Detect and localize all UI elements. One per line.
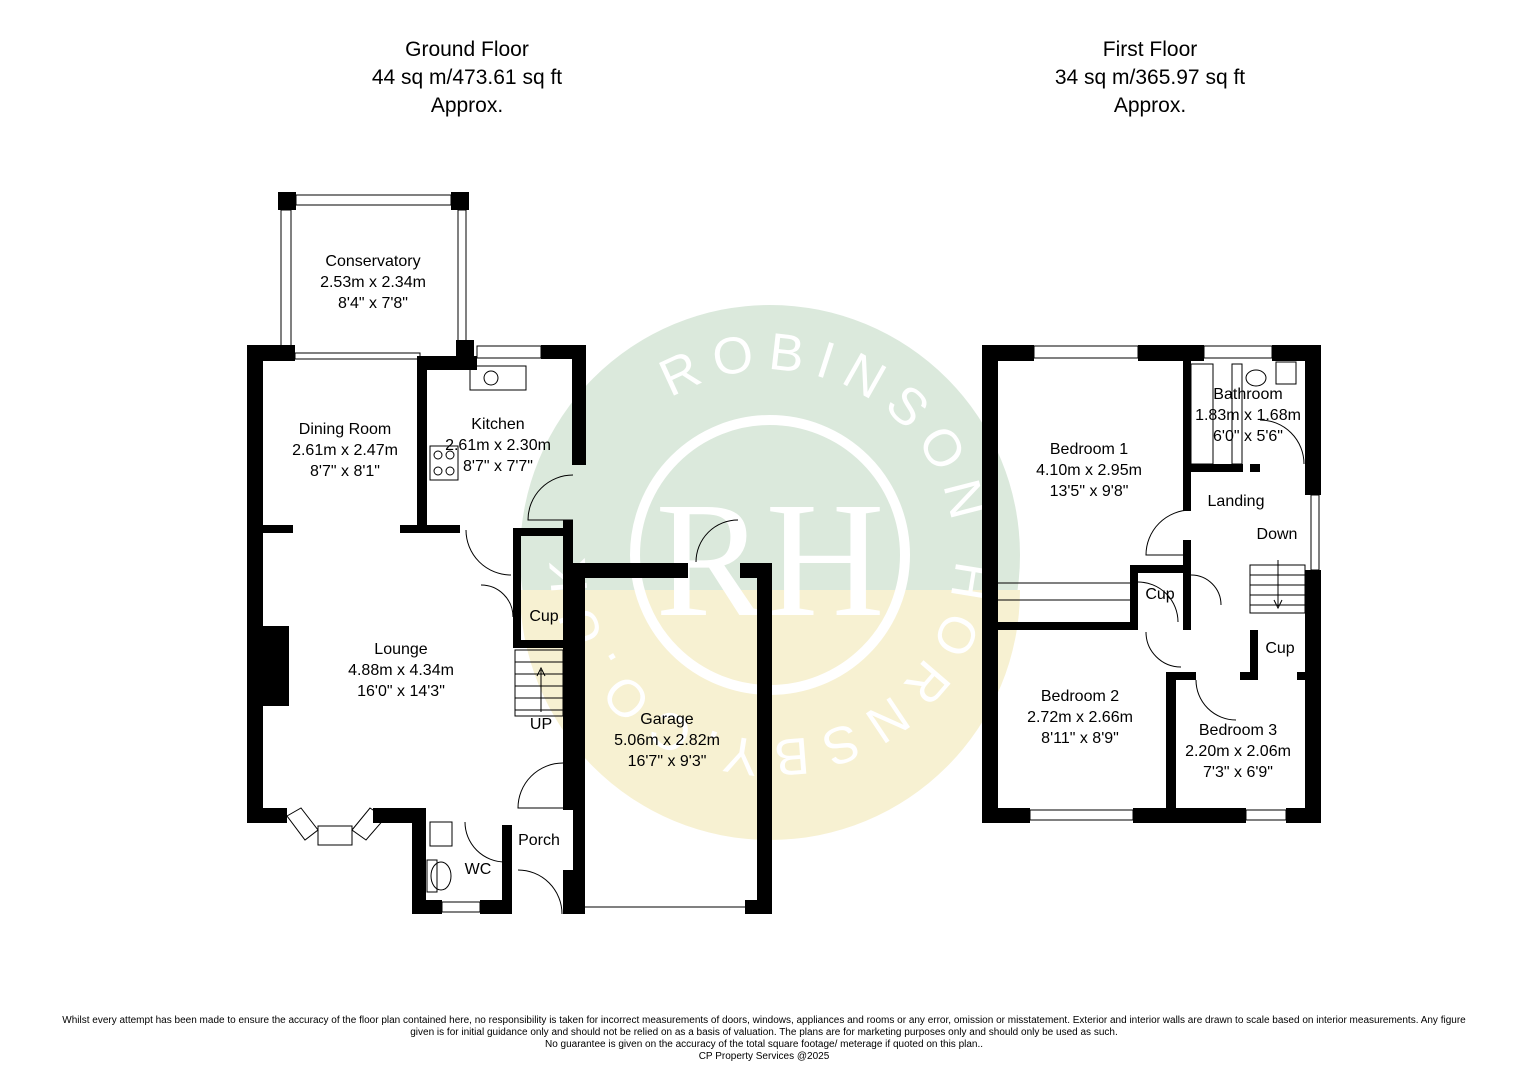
label-porch: Porch bbox=[518, 832, 560, 849]
label-stairs-up: UP bbox=[529, 716, 553, 733]
room-dining: Dining Room 2.61m x 2.47m 8'7" x 8'1" bbox=[292, 419, 398, 482]
label-cupboard-landing: Cup bbox=[1145, 586, 1175, 603]
room-imperial: 8'7" x 7'7" bbox=[463, 458, 533, 475]
room-metric: 2.53m x 2.34m bbox=[320, 274, 426, 291]
room-metric: 2.72m x 2.66m bbox=[1027, 709, 1133, 726]
room-name: Conservatory bbox=[325, 253, 421, 270]
ground-floor-heading: Ground Floor 44 sq m/473.61 sq ft Approx… bbox=[317, 36, 617, 120]
room-imperial: 16'7" x 9'3" bbox=[627, 753, 707, 770]
first-floor-title: First Floor bbox=[1102, 38, 1198, 61]
ground-floor-title: Ground Floor bbox=[405, 38, 529, 61]
room-name: Bedroom 3 bbox=[1198, 722, 1278, 739]
room-bedroom-3: Bedroom 3 2.20m x 2.06m 7'3" x 6'9" bbox=[1185, 720, 1291, 783]
ground-floor-approx: Approx. bbox=[430, 94, 504, 117]
first-floor-area: 34 sq m/365.97 sq ft bbox=[1054, 66, 1246, 89]
room-name: Dining Room bbox=[298, 421, 392, 438]
disclaimer-line-3: CP Property Services @2025 bbox=[698, 1051, 830, 1062]
room-kitchen: Kitchen 2.61m x 2.30m 8'7" x 7'7" bbox=[445, 414, 551, 477]
label-cupboard-ground: Cup bbox=[529, 608, 559, 625]
label-stairs-down: Down bbox=[1256, 526, 1298, 543]
disclaimer-line-2: No guarantee is given on the accuracy of… bbox=[544, 1039, 984, 1050]
room-name: Bathroom bbox=[1213, 386, 1283, 403]
room-lounge: Lounge 4.88m x 4.34m 16'0" x 14'3" bbox=[348, 639, 454, 702]
watermark-logo: RH ROBINSON HORNSBY.CO.UK bbox=[520, 305, 1020, 840]
disclaimer: Whilst every attempt has been made to en… bbox=[60, 1015, 1468, 1063]
room-imperial: 13'5" x 9'8" bbox=[1049, 483, 1129, 500]
room-imperial: 8'7" x 8'1" bbox=[310, 463, 380, 480]
ground-floor-windows bbox=[280, 194, 745, 915]
room-metric: 2.61m x 2.30m bbox=[445, 437, 551, 454]
room-metric: 4.88m x 4.34m bbox=[348, 662, 454, 679]
room-name: Garage bbox=[640, 711, 694, 728]
room-imperial: 8'11" x 8'9" bbox=[1041, 730, 1119, 747]
room-metric: 2.61m x 2.47m bbox=[292, 442, 398, 459]
label-landing: Landing bbox=[1207, 493, 1265, 510]
room-metric: 5.06m x 2.82m bbox=[614, 732, 720, 749]
ground-floor-area: 44 sq m/473.61 sq ft bbox=[371, 66, 563, 89]
room-imperial: 7'3" x 6'9" bbox=[1203, 764, 1273, 781]
room-bedroom-2: Bedroom 2 2.72m x 2.66m 8'11" x 8'9" bbox=[1027, 686, 1133, 749]
room-garage: Garage 5.06m x 2.82m 16'7" x 9'3" bbox=[614, 709, 720, 772]
room-conservatory: Conservatory 2.53m x 2.34m 8'4" x 7'8" bbox=[320, 251, 426, 314]
room-name: Kitchen bbox=[471, 416, 525, 433]
ground-floor-walls bbox=[247, 192, 772, 914]
label-wc: WC bbox=[464, 861, 492, 878]
room-name: Bedroom 1 bbox=[1049, 441, 1129, 458]
room-imperial: 8'4" x 7'8" bbox=[338, 295, 408, 312]
room-name: Bedroom 2 bbox=[1040, 688, 1120, 705]
room-metric: 2.20m x 2.06m bbox=[1185, 743, 1291, 760]
room-bathroom: Bathroom 1.83m x 1.68m 6'0" x 5'6" bbox=[1195, 384, 1301, 447]
first-floor-windows bbox=[998, 345, 1320, 821]
first-floor-walls bbox=[982, 345, 1321, 823]
room-bedroom-1: Bedroom 1 4.10m x 2.95m 13'5" x 9'8" bbox=[1036, 439, 1142, 502]
room-metric: 1.83m x 1.68m bbox=[1195, 407, 1301, 424]
room-name: Lounge bbox=[374, 641, 428, 658]
label-cupboard-bedroom3: Cup bbox=[1265, 640, 1295, 657]
room-metric: 4.10m x 2.95m bbox=[1036, 462, 1142, 479]
first-floor-approx: Approx. bbox=[1113, 94, 1187, 117]
disclaimer-line-1: Whilst every attempt has been made to en… bbox=[62, 1015, 1466, 1038]
room-imperial: 16'0" x 14'3" bbox=[357, 683, 445, 700]
room-imperial: 6'0" x 5'6" bbox=[1213, 428, 1283, 445]
first-floor-heading: First Floor 34 sq m/365.97 sq ft Approx. bbox=[1000, 36, 1300, 120]
